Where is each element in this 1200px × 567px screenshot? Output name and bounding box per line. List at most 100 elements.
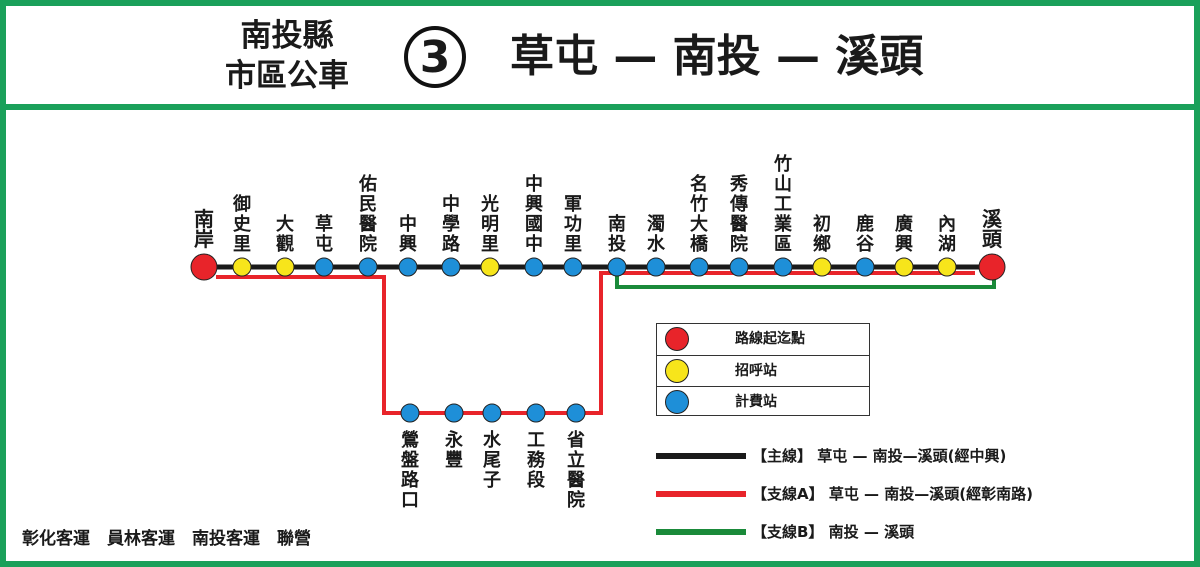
stop-label-char: 里 (233, 234, 251, 255)
stop-label-char: 竹 (689, 193, 708, 215)
stop-label-char: 鄉 (813, 233, 831, 255)
stop-label-char: 谷 (856, 234, 875, 255)
agency-line-2: 市區公車 (225, 58, 349, 94)
branch-stop-label-char: 路 (401, 469, 420, 491)
stop-label-char: 湖 (938, 234, 956, 255)
branch-b-line-swatch (656, 529, 746, 535)
stop-label-char: 廣 (895, 213, 913, 235)
stop-label-char: 路 (442, 233, 461, 255)
line-legend-branch-a: 【支線A】 草屯 — 南投—溪頭(經彰南路) (656, 479, 1196, 509)
branch-stop-marker-fare (526, 403, 546, 423)
branch-stop-marker-fare (444, 403, 464, 423)
stop-label-char: 區 (774, 234, 792, 255)
branch-stop-label-char: 立 (567, 449, 585, 471)
stop-marker-flag (480, 257, 500, 277)
stop-label-char: 秀 (729, 174, 748, 195)
stop-label-char: 初 (813, 213, 831, 235)
stop-label-char: 竹 (773, 153, 792, 175)
stop-marker-fare (855, 257, 875, 277)
line-label-main: 【主線】 草屯 — 南投—溪頭(經中興) (752, 447, 1007, 465)
flag-stop-icon (665, 359, 689, 383)
stop-label-char: 屯 (315, 233, 333, 255)
stop-label-char: 中 (442, 193, 460, 215)
branch-stop-label-char: 子 (483, 470, 501, 491)
stop-label-char: 興 (895, 233, 913, 255)
stop-label-char: 院 (359, 233, 377, 255)
stop-marker-fare (314, 257, 334, 277)
branch-stop-label-char: 工 (527, 430, 545, 451)
stop-label-char: 南 (194, 207, 214, 231)
branch-stop-label-char: 尾 (483, 450, 501, 471)
stop-marker-fare (729, 257, 749, 277)
branch-stop-label-char: 盤 (401, 449, 420, 471)
stop-label-char: 院 (730, 233, 748, 255)
branch-a-line-swatch (656, 491, 746, 497)
stop-marker-flag (937, 257, 957, 277)
stop-marker-fare (563, 257, 583, 277)
route-title: 草屯 — 南投 — 溪頭 (510, 31, 924, 82)
branch-stop-label-char: 段 (527, 469, 546, 491)
stop-label-char: 光 (480, 193, 499, 215)
stop-marker-fare (358, 257, 378, 277)
stop-label-char: 中 (399, 213, 417, 235)
legend-label-flag: 招呼站 (735, 363, 777, 379)
stop-label-char: 業 (773, 213, 793, 235)
stop-marker-fare (441, 257, 461, 277)
stop-label-char: 鹿 (856, 213, 874, 235)
stop-label-char: 內 (938, 214, 956, 235)
stop-label-char: 橋 (690, 233, 709, 255)
stop-label-char: 大 (690, 213, 708, 235)
stop-label-char: 投 (608, 233, 626, 255)
stop-marker-terminal (190, 253, 218, 281)
branch-stop-label-char: 鶯 (401, 429, 419, 451)
stop-label-char: 溪 (982, 207, 1003, 231)
stop-label-char: 大 (276, 213, 294, 235)
stop-label-char: 里 (564, 234, 582, 255)
terminal-stop-icon (665, 327, 689, 351)
stop-marker-terminal (978, 253, 1006, 281)
stop-marker-flag (232, 257, 252, 277)
stop-label-char: 軍 (564, 194, 582, 215)
stop-label-char: 觀 (276, 234, 294, 255)
stop-label-char: 民 (359, 194, 377, 215)
stop-label-char: 南 (608, 213, 626, 235)
branch-stop-label-char: 院 (567, 489, 585, 511)
stop-marker-fare (524, 257, 544, 277)
stop-label-char: 御 (232, 193, 251, 215)
branch-stop-label-char: 口 (401, 490, 419, 511)
line-legend-main: 【主線】 草屯 — 南投—溪頭(經中興) (656, 441, 1196, 471)
stop-marker-fare (607, 257, 627, 277)
legend-row-fare: 計費站 (657, 386, 869, 418)
stop-label-char: 水 (647, 233, 666, 255)
stop-label-char: 傳 (729, 193, 748, 215)
main-line-swatch (656, 453, 746, 459)
stop-label-char: 工 (774, 194, 792, 215)
stop-label-char: 醫 (359, 214, 377, 235)
stop-marker-flag (894, 257, 914, 277)
legend-label-fare: 計費站 (735, 394, 777, 410)
branch-stop-marker-fare (566, 403, 586, 423)
branch-stop-label-char: 豐 (445, 449, 463, 471)
line-label-branch-b: 【支線B】 南投 — 溪頭 (752, 523, 915, 541)
stop-label-char: 中 (525, 173, 543, 195)
stop-label-char: 國 (525, 214, 543, 235)
stop-label-char: 頭 (982, 227, 1003, 251)
stop-label-char: 濁 (647, 214, 665, 235)
branch-stop-marker-fare (400, 403, 420, 423)
branch-stop-label-char: 水 (483, 429, 502, 451)
route-number-badge: 3 (404, 26, 466, 88)
stop-label-char: 中 (525, 233, 543, 255)
stop-label-char: 功 (564, 214, 582, 235)
stop-label-char: 興 (399, 233, 417, 255)
header-divider (0, 104, 1200, 110)
operators-text: 彰化客運 員林客運 南投客運 聯營 (22, 529, 311, 549)
stop-label-char: 山 (774, 174, 792, 195)
stop-marker-fare (689, 257, 709, 277)
agency-line-1: 南投縣 (240, 18, 334, 54)
branch-stop-label-char: 務 (527, 449, 546, 471)
stop-label-char: 草 (315, 213, 333, 235)
legend-row-flag: 招呼站 (657, 355, 869, 387)
agency-name: 南投縣 市區公車 (212, 16, 362, 96)
